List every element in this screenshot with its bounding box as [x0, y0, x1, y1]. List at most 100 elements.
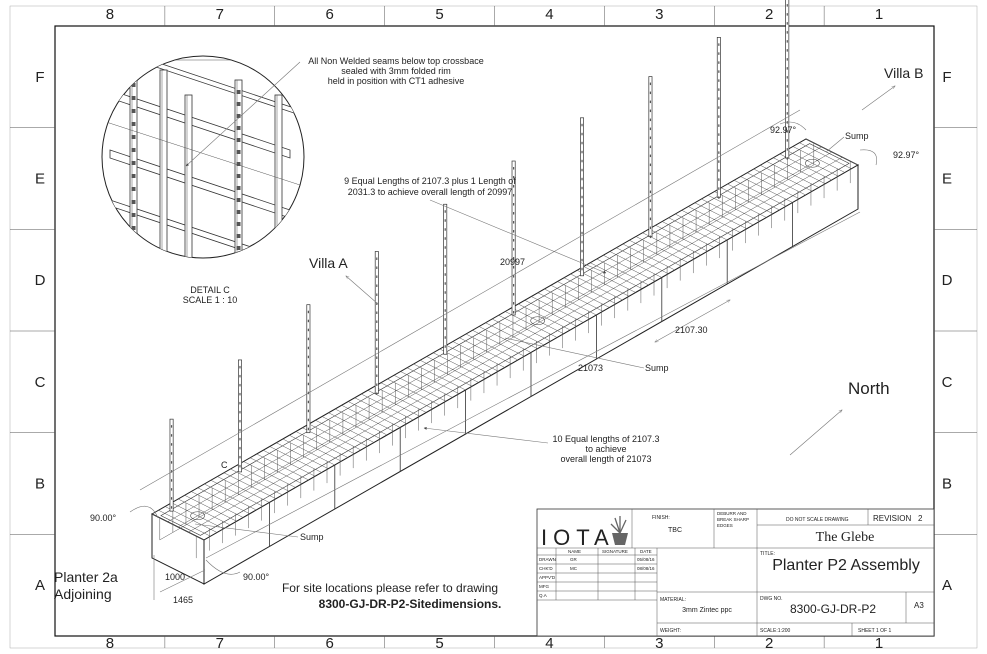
column-label-5-top: 5 [435, 6, 443, 23]
seam-note-line-3: held in position with CT1 adhesive [328, 76, 465, 86]
angle-arc-right-b [859, 149, 877, 166]
row-label-A-left: A [35, 577, 45, 594]
dim-angle-left-top: 90.00° [90, 513, 117, 523]
approval-role: APPV'D [539, 575, 556, 580]
north-arrow [789, 410, 842, 456]
row-label-D-right: D [942, 272, 953, 289]
finish-value: TBC [668, 527, 682, 534]
approval-name: MC [570, 566, 578, 571]
angle-arc-left-bottom [205, 559, 241, 575]
detail-c-view [101, 55, 305, 259]
row-label-D-left: D [35, 272, 46, 289]
column-label-3-top: 3 [655, 6, 663, 23]
detail-scale: SCALE 1 : 10 [183, 295, 238, 305]
title-block: IOTA FINISH: TBC DEBURR AND B [536, 508, 935, 637]
row-label-C-left: C [35, 374, 46, 391]
approval-date: 05/08/16 [637, 557, 655, 562]
seam-note-line-1: All Non Welded seams below top crossbace [308, 56, 483, 66]
dim-angle-right-b: 92.97° [893, 150, 920, 160]
sump-leader-middle [504, 337, 645, 369]
villa-a-label: Villa A [309, 255, 348, 271]
overall-upper-dim-line [139, 109, 801, 491]
segment-dim-line [655, 300, 730, 342]
lengths-upper-line-2: 2031.3 to achieve overall length of 2099… [348, 187, 513, 197]
lengths-upper-leader [429, 199, 607, 274]
column-label-6-top: 6 [326, 6, 334, 23]
dim-overall-lower: 21073 [578, 363, 603, 373]
row-label-B-left: B [35, 476, 45, 493]
project-name: The Glebe [816, 530, 875, 545]
sheet-size: A3 [914, 601, 924, 610]
approval-role: Q.A [539, 593, 547, 598]
deburr-line-2: BREAK SHARP [717, 517, 749, 522]
row-label-C-right: C [942, 374, 953, 391]
do-not-scale-note: DO NOT SCALE DRAWING [786, 517, 849, 523]
lengths-lower-line-3: overall length of 21073 [560, 454, 651, 464]
villa-a-arrow [346, 276, 379, 305]
angle-arc-left-top [129, 505, 159, 519]
dwg-no-label: DWG NO. [760, 596, 783, 602]
north-label: North [848, 379, 890, 398]
planter-assembly [150, 0, 860, 585]
weight-label: WEIGHT: [660, 628, 681, 634]
deburr-line-3: EDGES [717, 523, 733, 528]
plant-logo-icon [610, 516, 628, 545]
site-note-line-1: For site locations please refer to drawi… [282, 581, 498, 595]
row-label-E-left: E [35, 171, 45, 188]
dim-angle-left-bottom: 90.00° [243, 572, 270, 582]
row-label-B-right: B [942, 476, 952, 493]
lengths-lower-line-1: 10 Equal lengths of 2107.3 [552, 434, 659, 444]
column-label-4-top: 4 [545, 6, 553, 23]
column-label-8-bottom: 8 [106, 635, 114, 652]
column-label-4-bottom: 4 [545, 635, 553, 652]
column-label-3-bottom: 3 [655, 635, 663, 652]
finish-label: FINISH: [652, 515, 670, 521]
adjoining-line-1: Planter 2a [54, 569, 118, 585]
approval-name: GR [570, 557, 578, 562]
detail-marker-label: C [221, 460, 228, 470]
row-label-F-left: F [35, 69, 44, 86]
approval-date: 08/08/16 [637, 566, 655, 571]
row-label-F-right: F [942, 69, 951, 86]
iota-logo: IOTA [541, 525, 615, 550]
revision-value: 2 [918, 514, 923, 523]
sump-leader-right [825, 136, 845, 153]
detail-title: DETAIL C [190, 285, 230, 295]
dim-segment: 2107.30 [675, 325, 708, 335]
drawing-number: 8300-GJ-DR-P2 [790, 602, 876, 616]
overall-lower-dim-line [205, 211, 861, 559]
approval-role: MFG [539, 584, 549, 589]
revision-label: REVISION [873, 514, 911, 523]
seam-note-line-2: sealed with 3mm folded rim [341, 66, 451, 76]
row-labels-right: F E D C B A [942, 69, 953, 594]
sump-label-middle: Sump [645, 363, 669, 373]
dim-height: 1000 [165, 572, 185, 582]
deburr-line-1: DEBURR AND [717, 511, 747, 516]
sump-label-left: Sump [300, 532, 324, 542]
site-note-line-2: 8300-GJ-DR-P2-Sitedimensions. [319, 597, 502, 611]
column-label-2-top: 2 [765, 6, 773, 23]
col-date-header: DATE [640, 549, 652, 554]
column-label-8-top: 8 [106, 6, 114, 23]
column-label-6-bottom: 6 [326, 635, 334, 652]
col-name-header: NAME [568, 549, 581, 554]
sump-label-right: Sump [845, 131, 869, 141]
dim-overall-upper: 20997 [500, 257, 525, 267]
villa-b-label: Villa B [884, 65, 923, 81]
angle-arc-right-a [779, 121, 807, 131]
border-ticks [10, 6, 977, 648]
villa-b-arrow [861, 86, 895, 111]
row-label-A-right: A [942, 577, 952, 594]
column-label-7-bottom: 7 [216, 635, 224, 652]
width-dim-line [159, 569, 206, 593]
outer-frame [9, 5, 978, 649]
dim-angle-right-a: 92.97° [770, 125, 797, 135]
sheet-count: SHEET 1 OF 1 [858, 628, 891, 634]
row-label-E-right: E [942, 171, 952, 188]
title-label: TITLE: [760, 551, 775, 557]
scale-label: SCALE:1:200 [760, 628, 791, 634]
